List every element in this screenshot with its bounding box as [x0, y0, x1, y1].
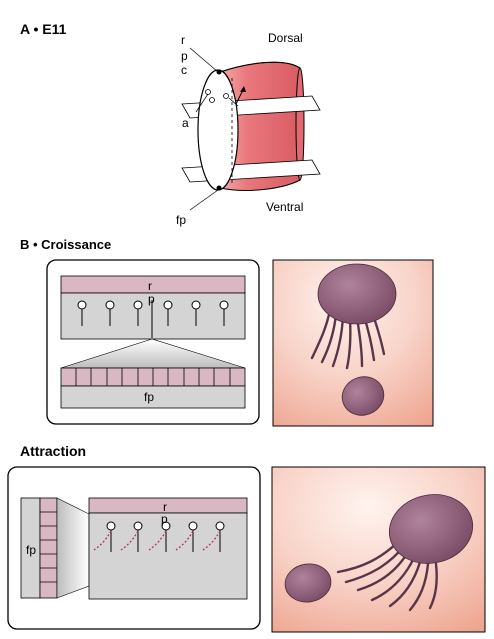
floor-plate-explant — [284, 563, 332, 603]
floor-plate-base — [60, 385, 246, 409]
label-c-fp: fp — [26, 543, 36, 557]
label-a: a — [182, 116, 189, 130]
panel-b-heading: B • Croissance — [20, 237, 111, 252]
label-fp: fp — [176, 213, 186, 227]
label-ventral: Ventral — [266, 200, 303, 214]
panel-a-heading: A • E11 — [20, 21, 67, 37]
neuron-cell-body — [209, 97, 215, 103]
label-r: r — [181, 33, 185, 47]
label-p: p — [181, 49, 188, 63]
growth-arrow — [240, 86, 246, 92]
magnification-fan-horizontal — [56, 497, 90, 599]
label-b-fp: fp — [144, 390, 154, 404]
label-b-p: p — [148, 292, 155, 306]
label-c-r: r — [163, 500, 167, 514]
floor-plate-column — [39, 497, 58, 599]
roof-plate-dot — [216, 69, 222, 75]
attraction-schematic-box — [7, 466, 261, 630]
panel-c-heading: Attraction — [20, 443, 86, 459]
growth-cone-cell — [317, 263, 397, 325]
neuron-cell-body — [223, 93, 229, 99]
floor-plate-explant — [341, 376, 385, 416]
label-b-r: r — [148, 279, 152, 293]
roof-plate-strip — [60, 275, 246, 294]
label-c-p: p — [161, 512, 168, 526]
label-c: c — [181, 63, 187, 77]
tissue-strip — [60, 292, 246, 340]
attraction-photo — [271, 466, 486, 633]
cross-section-face — [197, 69, 239, 191]
roof-plate-strip — [88, 497, 248, 514]
growth-photo — [272, 259, 434, 427]
growth-schematic-box — [46, 259, 260, 425]
growth-cone-cell — [388, 494, 474, 564]
neuron-row — [93, 521, 225, 552]
label-dorsal: Dorsal — [268, 31, 303, 45]
neuron-row — [77, 300, 229, 338]
neuron-cell-body — [205, 89, 211, 95]
floor-plate-dot — [216, 185, 222, 191]
neural-tube-diagram — [181, 47, 321, 211]
